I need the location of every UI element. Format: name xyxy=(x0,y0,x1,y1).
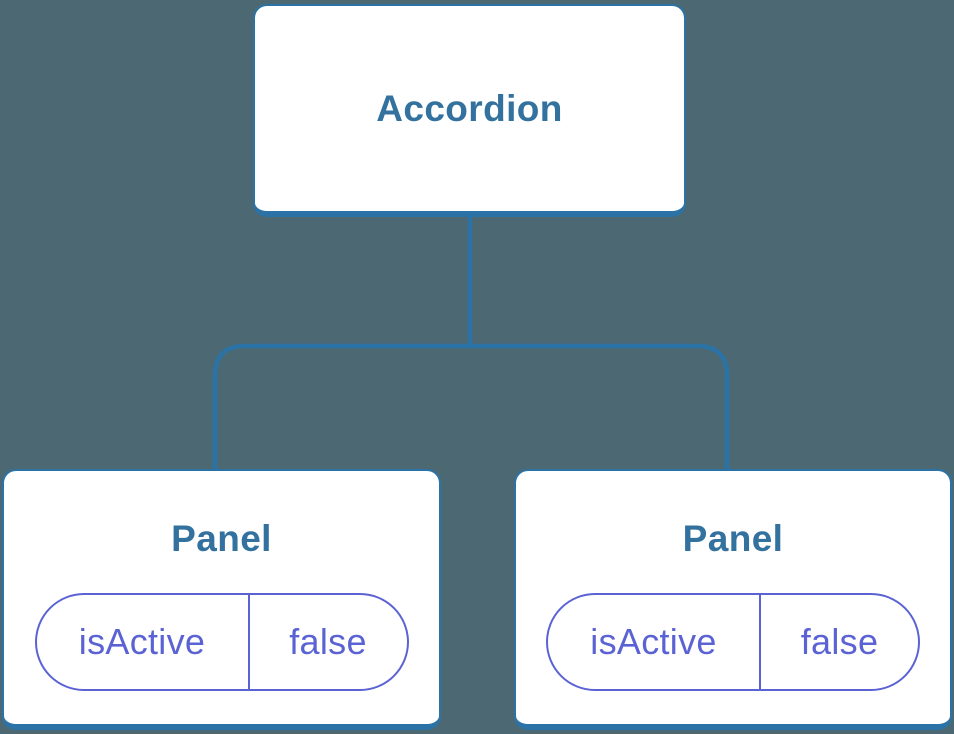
prop-pill-right: isActive false xyxy=(546,593,920,691)
branch-bracket-line xyxy=(212,343,730,471)
tree-node-panel-left: Panel isActive false xyxy=(2,469,441,730)
prop-value-left: false xyxy=(289,621,367,662)
tree-node-accordion: Accordion xyxy=(253,4,686,217)
prop-name-right: isActive xyxy=(548,595,761,689)
node-accordion-label: Accordion xyxy=(376,87,563,129)
prop-pill-left: isActive false xyxy=(34,593,409,691)
prop-value-right: false xyxy=(800,621,879,662)
prop-name-left: isActive xyxy=(37,595,250,689)
node-panel-left-label: Panel xyxy=(171,518,272,559)
tree-node-panel-right: Panel isActive false xyxy=(514,469,952,730)
node-panel-right-label: Panel xyxy=(682,518,784,559)
